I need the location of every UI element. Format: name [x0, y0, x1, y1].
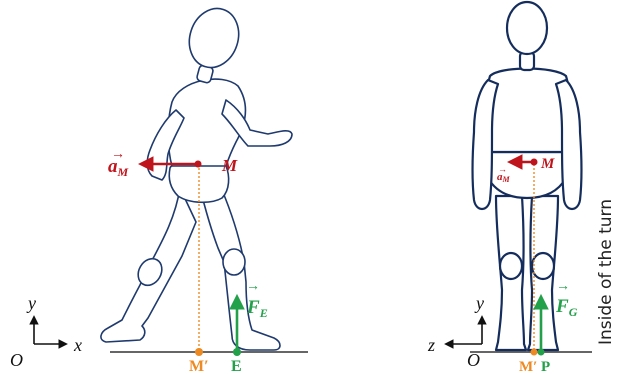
left-mass-point-label: M	[221, 156, 238, 175]
left-axis-x-label: x	[73, 335, 82, 355]
right-accel-label: aM	[497, 171, 511, 184]
right-force-subscript: G	[569, 305, 578, 319]
left-force-subscript: E	[259, 306, 268, 320]
left-projection-label: M′	[189, 358, 209, 374]
left-force-label: FE	[246, 297, 268, 320]
left-axis-origin-label: O	[10, 350, 23, 370]
right-contact-label: P	[541, 359, 550, 374]
left-mass-point-dot	[194, 160, 202, 168]
right-mass-point-label: M	[540, 156, 555, 172]
right-axes: y z O	[427, 293, 487, 370]
left-accel-subscript: M	[117, 165, 129, 179]
left-accel-label: aM	[108, 156, 129, 179]
right-accel-vector-arrow-glyph: →	[498, 164, 507, 174]
right-accel-subscript: M	[502, 175, 511, 184]
right-contact-dot	[537, 348, 545, 356]
left-projection-dot	[195, 348, 203, 356]
left-panel: → aM M → FE M′ E y x O	[10, 7, 308, 374]
left-accel-vector-arrow-glyph: →	[111, 147, 125, 162]
walking-figure-side	[100, 7, 293, 351]
left-contact-label: E	[231, 358, 242, 374]
left-axis-y-label: y	[26, 293, 36, 313]
right-axis-origin-label: O	[467, 350, 480, 370]
inside-of-turn-label: Inside of the turn	[596, 199, 616, 345]
right-force-vector-arrow-glyph: →	[556, 279, 570, 294]
right-mass-point-dot	[530, 158, 538, 166]
left-contact-dot	[233, 348, 241, 356]
right-projection-dot	[530, 348, 538, 356]
right-axis-z-label: z	[427, 335, 435, 355]
left-axes: y x O	[10, 293, 82, 370]
right-axis-y-label: y	[474, 293, 484, 313]
left-force-vector-arrow-glyph: →	[246, 279, 260, 294]
right-force-label: FG	[555, 296, 578, 319]
standing-figure-back	[471, 0, 583, 352]
right-projection-label: M′	[519, 359, 537, 374]
right-panel: → aM M → FG M′ P y z O Inside of the tur…	[427, 0, 616, 374]
